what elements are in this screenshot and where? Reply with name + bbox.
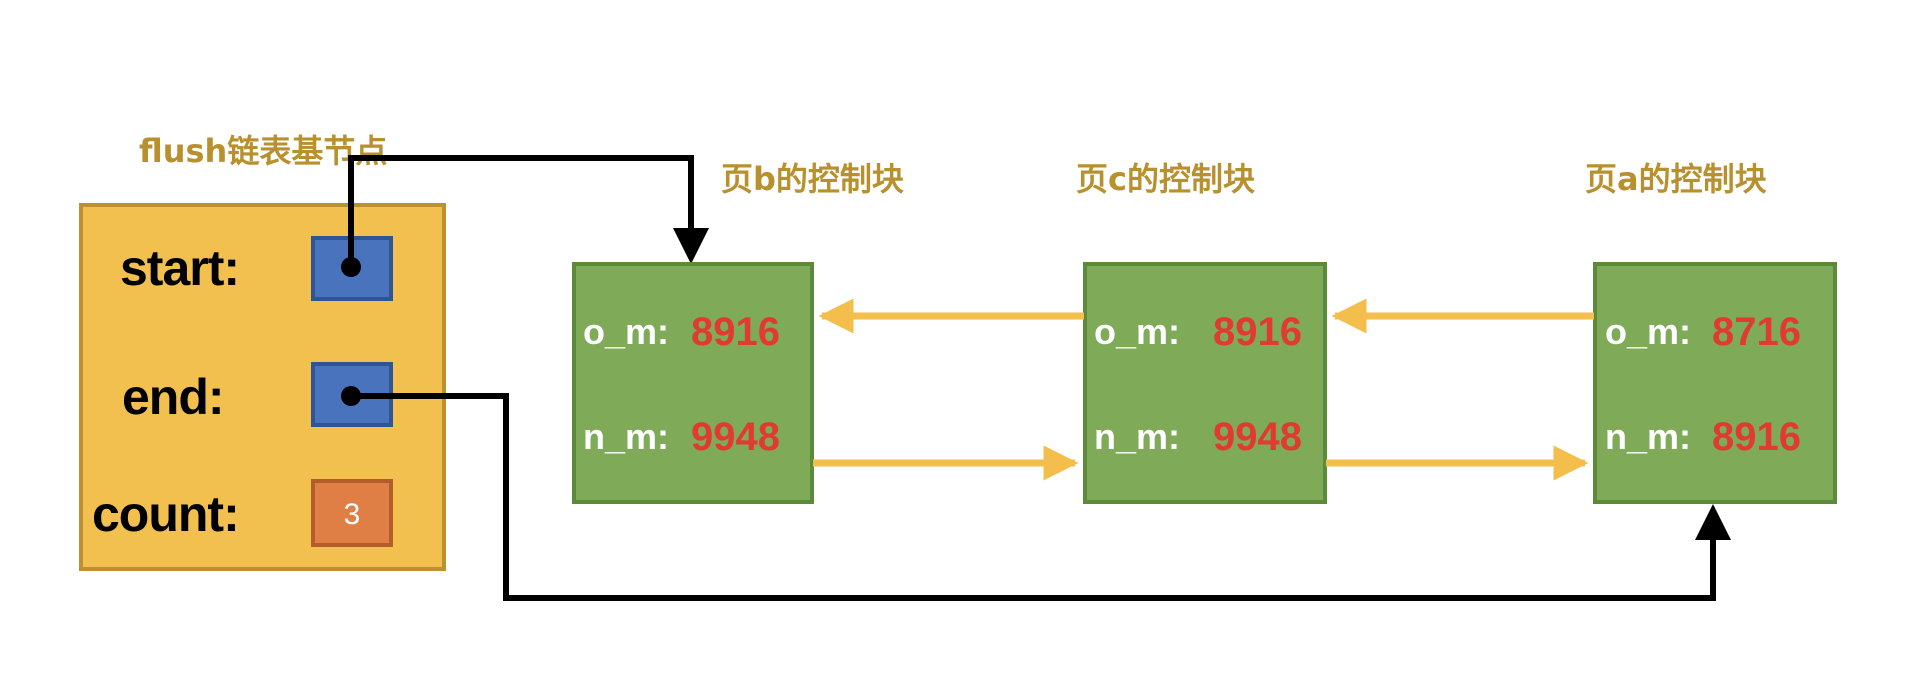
block-c-o-m-value: 8916 — [1213, 310, 1302, 354]
block-c-o-m-label: o_m: — [1094, 311, 1180, 352]
block-a — [1593, 262, 1837, 504]
count-label: count: — [92, 486, 239, 542]
block-a-o-m-label: o_m: — [1605, 311, 1691, 352]
block-b-n-m-label: n_m: — [583, 416, 669, 457]
block-b-title: 页b的控制块 — [721, 160, 904, 198]
block-a-n-m-value: 8916 — [1712, 415, 1801, 459]
block-a-title: 页a的控制块 — [1585, 160, 1767, 198]
block-b — [572, 262, 814, 504]
start-pointer-dot — [341, 257, 361, 277]
count-box — [311, 479, 393, 547]
end-label: end: — [122, 369, 224, 425]
block-c-n-m-label: n_m: — [1094, 416, 1180, 457]
block-c — [1083, 262, 1327, 504]
end-pointer-arrow — [351, 393, 1731, 601]
base-node-title: flush链表基节点 — [139, 132, 387, 170]
block-b-n-m-value: 9948 — [691, 415, 780, 459]
block-c-title: 页c的控制块 — [1076, 160, 1255, 198]
block-b-o-m-value: 8916 — [691, 310, 780, 354]
start-label: start: — [120, 240, 239, 296]
block-b-o-m-label: o_m: — [583, 311, 669, 352]
block-c-n-m-value: 9948 — [1213, 415, 1302, 459]
end-pointer-dot — [341, 386, 361, 406]
block-a-o-m-value: 8716 — [1712, 310, 1801, 354]
block-a-n-m-label: n_m: — [1605, 416, 1691, 457]
start-pointer-arrow — [348, 155, 709, 267]
count-value: 3 — [344, 498, 361, 531]
